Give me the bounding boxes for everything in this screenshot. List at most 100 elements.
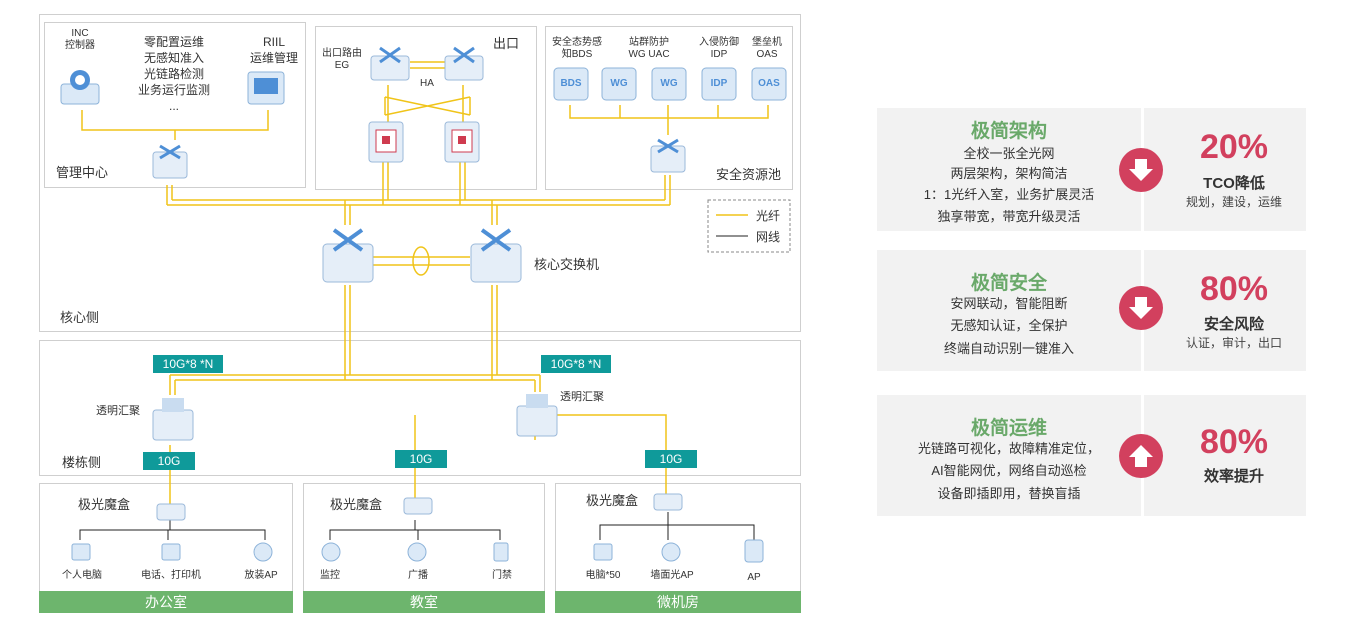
tco-value: 20% [1199, 128, 1269, 166]
exit-title: 出口 [493, 36, 520, 51]
agg-label-right: 透明汇聚 [560, 391, 604, 403]
arrow-up-icon [1119, 434, 1163, 478]
efficiency-value: 80% [1199, 423, 1269, 461]
exit-frame [315, 26, 537, 190]
card-security-line-2: 无感知认证，全保护 [950, 318, 1068, 333]
card-security-title: 极简安全 [970, 273, 1047, 294]
card-architecture: 极简架构 全校一张全光网 两层架构，架构简洁 1：1光纤入室，业务扩展灵活 独享… [877, 108, 1141, 231]
magic-box-icon-office [155, 496, 187, 524]
wall-ap-icon [660, 540, 682, 564]
camera-icon [320, 540, 342, 564]
uplink-tag-left: 10G*8 *N [153, 355, 223, 373]
card-architecture-line-4: 独享带宽，带宽升级灵活 [937, 209, 1081, 224]
oas-icon: OAS [750, 64, 788, 104]
efficiency-metric: 效率提升 [1203, 468, 1264, 485]
card-ops-line-2: AI智能网优，网络自动巡检 [931, 463, 1087, 478]
exit-router-icon-left [368, 40, 412, 84]
mgmt-feature-1: 零配置运维 [143, 35, 204, 49]
firewall-icon-left [364, 118, 408, 166]
sec-label-4b: OAS [756, 49, 778, 60]
sec-label-3b: IDP [710, 49, 728, 60]
wg-uac-icon: WG [600, 64, 638, 104]
office-band: 办公室 [39, 591, 293, 613]
card-architecture-line-3: 1：1光纤入室，业务扩展灵活 [923, 187, 1095, 202]
lab-box-label: 极光魔盒 [586, 493, 639, 508]
agg-label-left: 透明汇聚 [96, 405, 140, 417]
tag-10g-lab: 10G [645, 450, 697, 468]
magic-box-icon-classroom [402, 490, 434, 518]
exit-router-icon-right [442, 40, 486, 84]
card-ops-metric: 80% 效率提升 [1144, 395, 1306, 516]
card-ops-line-3: 设备即插即用，替换盲插 [937, 486, 1081, 501]
office-box-label: 极光魔盒 [78, 497, 131, 512]
inc-sub-label: 控制器 [65, 40, 95, 51]
core-switch-icon-left [320, 220, 376, 286]
pc-icon [70, 540, 92, 564]
core-switch-icon-right [468, 220, 524, 286]
sec-label-3a: 入侵防御 [699, 37, 739, 48]
card-architecture-title: 极简架构 [970, 121, 1047, 142]
aggregation-switch-icon-left [150, 394, 196, 444]
core-switch-label: 核心交换机 [534, 257, 600, 272]
aggregation-switch-icon-right [514, 390, 560, 440]
riil-label: RIIL [262, 35, 285, 49]
uplink-tag-right: 10G*8 *N [541, 355, 611, 373]
office-device-2: 电话、打印机 [141, 570, 201, 581]
mgmt-feature-5: ... [168, 99, 179, 113]
sec-label-1a: 安全态势感 [552, 37, 602, 48]
card-ops-line-1: 光链路可视化，故障精准定位， [917, 441, 1100, 456]
riil-ops-icon [244, 66, 288, 110]
magic-box-icon-lab [652, 486, 684, 514]
ap-icon-lab [742, 536, 766, 566]
wg-icon: WG [650, 64, 688, 104]
mgmt-center-title: 管理中心 [56, 165, 109, 180]
door-access-icon [490, 540, 512, 564]
card-architecture-metric: 20% TCO降低 规划，建设，运维 [1144, 108, 1306, 231]
lab-device-3: AP [747, 572, 761, 583]
sec-label-4a: 堡垒机 [752, 37, 782, 48]
lab-band: 微机房 [555, 591, 801, 613]
classroom-box-label: 极光魔盒 [330, 497, 383, 512]
bds-icon: BDS [552, 64, 590, 104]
tag-10g-office: 10G [143, 452, 195, 470]
card-architecture-line-2: 两层架构，架构简洁 [950, 166, 1068, 181]
security-switch-icon [648, 132, 688, 176]
idp-icon: IDP [700, 64, 738, 104]
security-pool-title: 安全资源池 [716, 167, 782, 182]
lab-device-2: 墙面光AP [650, 570, 694, 581]
ap-icon-office [252, 540, 274, 564]
tag-10g-classroom: 10G [395, 450, 447, 468]
office-device-1: 个人电脑 [62, 570, 102, 581]
lab-device-1: 电脑*50 [585, 570, 621, 581]
phone-printer-icon [160, 540, 182, 564]
risk-value: 80% [1199, 270, 1269, 308]
classroom-device-3: 门禁 [492, 570, 512, 581]
tco-metric: TCO降低 [1203, 175, 1265, 192]
office-device-3: 放装AP [244, 570, 278, 581]
classroom-band: 教室 [303, 591, 545, 613]
sec-label-1b: 知BDS [561, 49, 593, 60]
card-security-line-1: 安网联动，智能阻断 [950, 296, 1068, 311]
building-side-label: 楼栋侧 [62, 455, 102, 470]
ha-label: HA [420, 78, 434, 89]
broadcast-icon [406, 540, 428, 564]
card-architecture-line-1: 全校一张全光网 [963, 146, 1055, 161]
mgmt-switch-icon [150, 138, 190, 182]
exit-router-label-2: EG [334, 60, 350, 71]
inc-controller-icon [58, 66, 102, 110]
exit-router-label-1: 出口路由 [322, 48, 362, 59]
legend-cable: 网线 [756, 230, 781, 244]
mgmt-feature-2: 无感知准入 [143, 51, 204, 65]
mgmt-feature-3: 光链路检测 [143, 67, 204, 81]
firewall-icon-right [440, 118, 484, 166]
classroom-device-1: 监控 [320, 570, 340, 581]
classroom-device-2: 广播 [408, 570, 428, 581]
arrow-down-icon [1119, 286, 1163, 330]
risk-detail: 认证，审计，出口 [1185, 336, 1282, 350]
mgmt-feature-4: 业务运行监测 [137, 83, 210, 97]
pc-lab-icon [592, 540, 614, 564]
network-links [79, 61, 791, 540]
card-security: 极简安全 安网联动，智能阻断 无感知认证，全保护 终端自动识别一键准入 [877, 250, 1141, 371]
riil-sub-label: 运维管理 [249, 51, 298, 65]
inc-label: INC [71, 28, 89, 39]
